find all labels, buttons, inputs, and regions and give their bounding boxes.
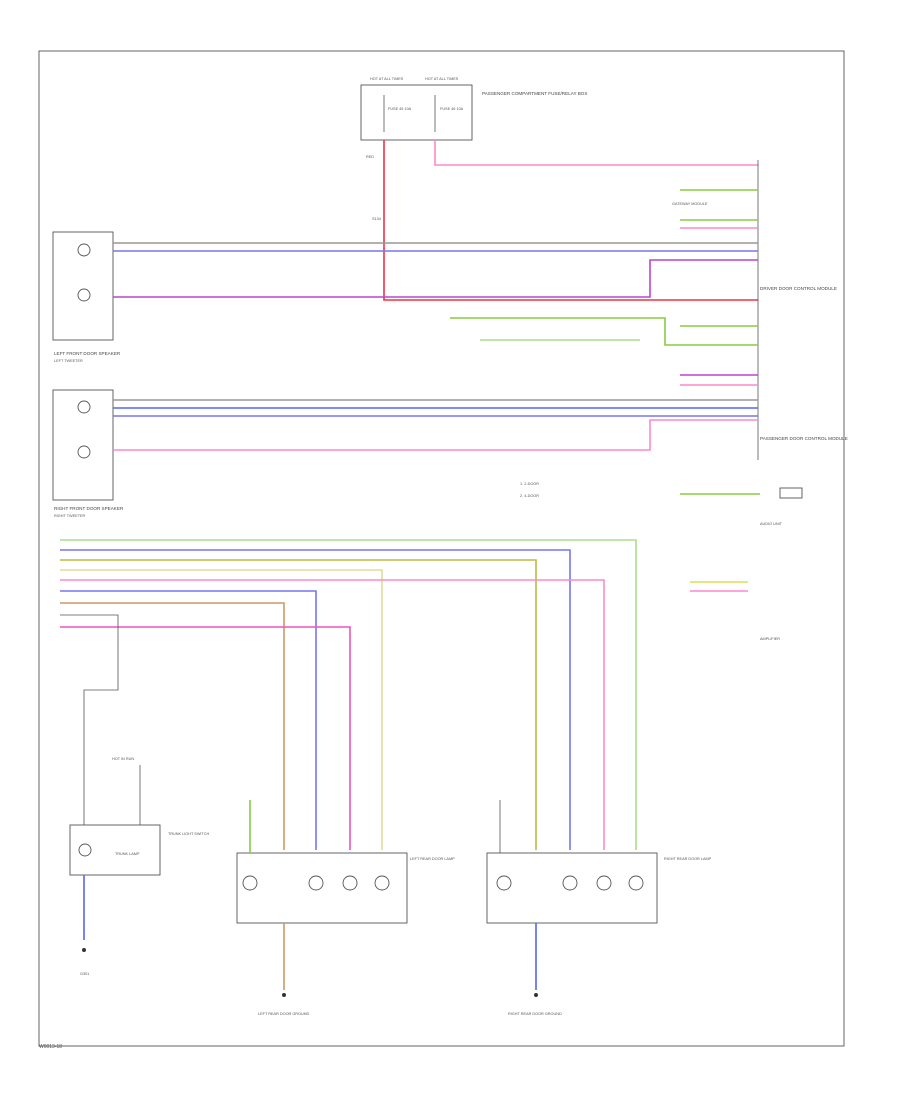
left-tweeter-block: LEFT FRONT DOOR SPEAKER LEFT TWEETER xyxy=(52,231,121,363)
driver-door-module-label: DRIVER DOOR CONTROL MODULE xyxy=(760,286,837,291)
joint-label: S134 xyxy=(372,217,381,221)
right-speaker-icon xyxy=(77,445,91,459)
wire-bundle-5 xyxy=(60,579,605,850)
wire-green-1 xyxy=(450,317,758,346)
left-grnd-label: LEFT REAR DOOR GROUND xyxy=(258,1012,309,1016)
amplifier-label: AMPLIFIER xyxy=(760,637,780,641)
trunk-lamp-label: TRUNK LAMP xyxy=(115,852,140,856)
right-tweeter-block: RIGHT FRONT DOOR SPEAKER RIGHT TWEETER xyxy=(52,389,124,518)
wire-pink-top xyxy=(434,140,758,166)
fuse-a-caption: HOT AT ALL TIMES xyxy=(370,77,404,81)
pass-door-module-label: PASSENGER DOOR CONTROL MODULE xyxy=(760,436,848,441)
wire-bundle-8 xyxy=(60,626,351,850)
wire-bundle-4 xyxy=(60,569,383,850)
trunk-lamp-icon xyxy=(78,843,92,857)
wire-red-label: RED xyxy=(366,155,374,159)
right-rear-lamp-label: RIGHT REAR DOOR LAMP xyxy=(664,857,712,861)
wire-pink-4 xyxy=(113,419,758,451)
right-front-label: RIGHT FRONT DOOR SPEAKER xyxy=(54,506,124,511)
right-tweeter-label: RIGHT TWEETER xyxy=(54,514,86,518)
fuse-a-label: FUSE 45 10A xyxy=(388,107,412,111)
wire-bundle-7 xyxy=(60,602,285,850)
left-rear-lamp-label: LEFT REAR DOOR LAMP xyxy=(410,857,455,861)
right-connector: GATEWAY MODULE DRIVER DOOR CONTROL MODUL… xyxy=(672,160,848,460)
fuse-b-label: FUSE 46 10A xyxy=(440,107,464,111)
wire-violet-1 xyxy=(113,259,758,298)
diagram-frame xyxy=(38,50,845,1047)
left-tweeter-icon xyxy=(77,243,91,257)
right-grnd-label: RIGHT REAR DOOR GROUND xyxy=(508,1012,562,1016)
fuse-box: HOT AT ALL TIMES HOT AT ALL TIMES FUSE 4… xyxy=(360,77,587,141)
trunk-switch-label: TRUNK LIGHT SWITCH xyxy=(168,832,210,836)
wire-bundle-6 xyxy=(60,590,317,850)
wire-red xyxy=(383,140,758,301)
fuse-b-caption: HOT AT ALL TIMES xyxy=(425,77,459,81)
note-1: 1. 2-DOOR xyxy=(520,482,539,486)
power-hot-label: HOT IN RUN xyxy=(112,757,134,761)
wire-bundle-gray xyxy=(60,614,119,825)
wire-bundle-2 xyxy=(60,549,571,850)
left-tweeter-label: LEFT TWEETER xyxy=(54,359,83,363)
wire-bundle-1 xyxy=(60,539,637,850)
gateway-label: GATEWAY MODULE xyxy=(672,202,708,206)
right-rear-block: RIGHT REAR DOOR LAMP RIGHT REAR DOOR GRO… xyxy=(486,800,712,1016)
wire-bundle-3 xyxy=(60,559,537,850)
footer-code: W0013-18 xyxy=(39,1044,63,1050)
ground-main-label: G301 xyxy=(80,972,89,976)
left-rear-block: LEFT REAR DOOR LAMP LEFT REAR DOOR GROUN… xyxy=(236,800,455,1016)
pdc-label: PASSENGER COMPARTMENT FUSE/RELAY BOX xyxy=(482,91,587,96)
trunk-switch-block: HOT IN RUN TRUNK LAMP TRUNK LIGHT SWITCH… xyxy=(69,757,210,976)
left-speaker-icon xyxy=(77,288,91,302)
audio-unit-label: AUDIO UNIT xyxy=(760,522,783,526)
left-front-label: LEFT FRONT DOOR SPEAKER xyxy=(54,351,121,356)
note-2: 2. 4-DOOR xyxy=(520,494,539,498)
audio-unit-stub: AUDIO UNIT AMPLIFIER xyxy=(680,487,803,641)
right-tweeter-icon xyxy=(77,400,91,414)
